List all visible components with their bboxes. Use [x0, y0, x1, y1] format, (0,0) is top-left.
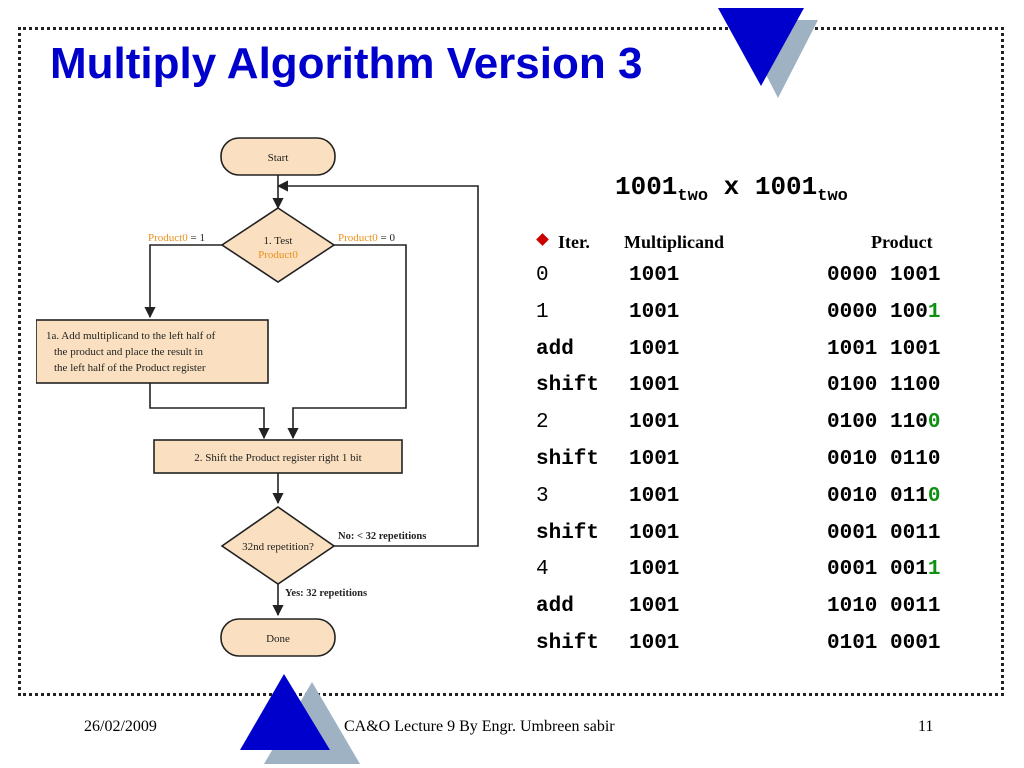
svg-text:Product0: Product0 — [258, 249, 298, 261]
iter-cell: shift — [536, 374, 600, 398]
product-value: 0100 110 — [827, 411, 928, 435]
multiplicand-cell: 1001 — [629, 595, 680, 619]
product-cell: 1001 1001 — [827, 338, 940, 361]
product-lsb-highlight: 0 — [927, 484, 941, 508]
repetition-decision: 32nd repetition? — [220, 506, 336, 585]
product-cell: 0001 0011 — [827, 522, 940, 545]
multiplicand-cell: 1001 — [629, 374, 680, 398]
product-value: 0001 0011 — [827, 521, 941, 545]
start-node: Start — [220, 137, 336, 176]
svg-text:the left half of the Product r: the left half of the Product register — [54, 362, 206, 374]
product-cell: 1010 0011 — [827, 595, 940, 618]
triangle-decoration-bottom — [240, 674, 360, 764]
product-value: 0000 100 — [827, 300, 928, 324]
product-value: 0010 011 — [827, 484, 928, 508]
product-value: 0100 1100 — [827, 374, 941, 398]
product-value: 0010 0110 — [827, 448, 941, 471]
step-2-shift-box: 2. Shift the Product register right 1 bi… — [153, 439, 403, 474]
header-multiplicand: Multiplicand — [624, 232, 725, 252]
iter-cell: shift — [536, 521, 600, 545]
multiplicand-cell: 1001 — [629, 521, 680, 545]
done-node: Done — [220, 618, 336, 657]
product-value: 0001 001 — [827, 558, 928, 582]
product-value: 0000 1001 — [827, 264, 941, 287]
page-number: 11 — [918, 718, 934, 735]
multiplicand-cell: 1001 — [629, 448, 680, 471]
operand-b: 1001 — [754, 172, 818, 202]
branch-label-product0-equals-0: Product0 = 0 — [338, 232, 395, 244]
branch-label-product0-equals-1: Product0 = 1 — [148, 232, 205, 244]
iter-cell: 1 — [536, 300, 549, 324]
product-value: 1001 1001 — [827, 337, 941, 361]
multiplicand-cell: 1001 — [629, 264, 680, 287]
product-cell: 0000 1001 — [827, 301, 940, 324]
multiplicand-cell: 1001 — [629, 300, 680, 324]
svg-text:32nd repetition?: 32nd repetition? — [242, 541, 314, 553]
step-1a-add-box: 1a. Add multiplicand to the left half of… — [36, 319, 269, 384]
svg-text:2. Shift the Product register: 2. Shift the Product register right 1 bi… — [194, 452, 361, 464]
svg-text:Done: Done — [266, 633, 290, 645]
multiply-flowchart: Start 1. Test Product0 Product0 = 1 Prod… — [36, 137, 479, 657]
iter-cell: add — [536, 337, 574, 361]
iter-cell: 0 — [536, 264, 549, 287]
yes-branch-label: Yes: 32 repetitions — [285, 588, 367, 599]
product-cell: 0100 1100 — [827, 374, 940, 397]
product-cell: 0010 0110 — [827, 448, 940, 471]
product-cell: 0010 0110 — [827, 485, 940, 508]
product-value: 0101 0001 — [827, 632, 941, 655]
iter-cell: shift — [536, 632, 600, 655]
header-product: Product — [871, 232, 933, 252]
iter-cell: 4 — [536, 558, 549, 582]
operand-a-base: two — [677, 187, 709, 207]
svg-text:Start: Start — [268, 152, 289, 164]
operand-b-base: two — [817, 187, 848, 207]
multiplicand-cell: 1001 — [629, 558, 680, 582]
product-cell: 0101 0001 — [827, 632, 940, 655]
iter-cell: add — [536, 595, 574, 619]
product-cell: 0001 0011 — [827, 558, 940, 581]
product-lsb-highlight: 1 — [927, 558, 941, 582]
product-cell: 0100 1100 — [827, 411, 940, 434]
triangle-decoration-top — [718, 8, 818, 98]
footer-date: 26/02/2009 — [84, 718, 157, 735]
operand-a: 1001 — [615, 172, 678, 202]
svg-text:1. Test: 1. Test — [264, 235, 293, 247]
iter-cell: 3 — [536, 484, 549, 508]
iter-cell: shift — [536, 448, 600, 471]
product-value: 1010 0011 — [827, 595, 941, 619]
multiply-operator: x — [708, 172, 755, 202]
multiplicand-cell: 1001 — [629, 632, 680, 655]
svg-text:the product and place the resu: the product and place the result in — [54, 346, 204, 358]
product-lsb-highlight: 0 — [927, 411, 941, 435]
multiplicand-cell: 1001 — [629, 411, 680, 435]
multiplication-equation: 1001two x 1001two — [615, 172, 848, 206]
slide-border — [18, 27, 1004, 696]
no-branch-label: No: < 32 repetitions — [338, 531, 426, 542]
test-product0-decision: 1. Test Product0 — [220, 207, 336, 283]
svg-text:1a. Add multiplicand to the le: 1a. Add multiplicand to the left half of — [46, 330, 216, 342]
footer-title: CA&O Lecture 9 By Engr. Umbreen sabir — [344, 718, 615, 735]
product-cell: 0000 1001 — [827, 264, 940, 287]
slide-title: Multiply Algorithm Version 3 — [50, 39, 643, 88]
header-iter: Iter. — [558, 232, 590, 252]
multiplicand-cell: 1001 — [629, 337, 680, 361]
multiplicand-cell: 1001 — [629, 484, 680, 508]
product-lsb-highlight: 1 — [927, 300, 941, 324]
iter-cell: 2 — [536, 411, 549, 435]
